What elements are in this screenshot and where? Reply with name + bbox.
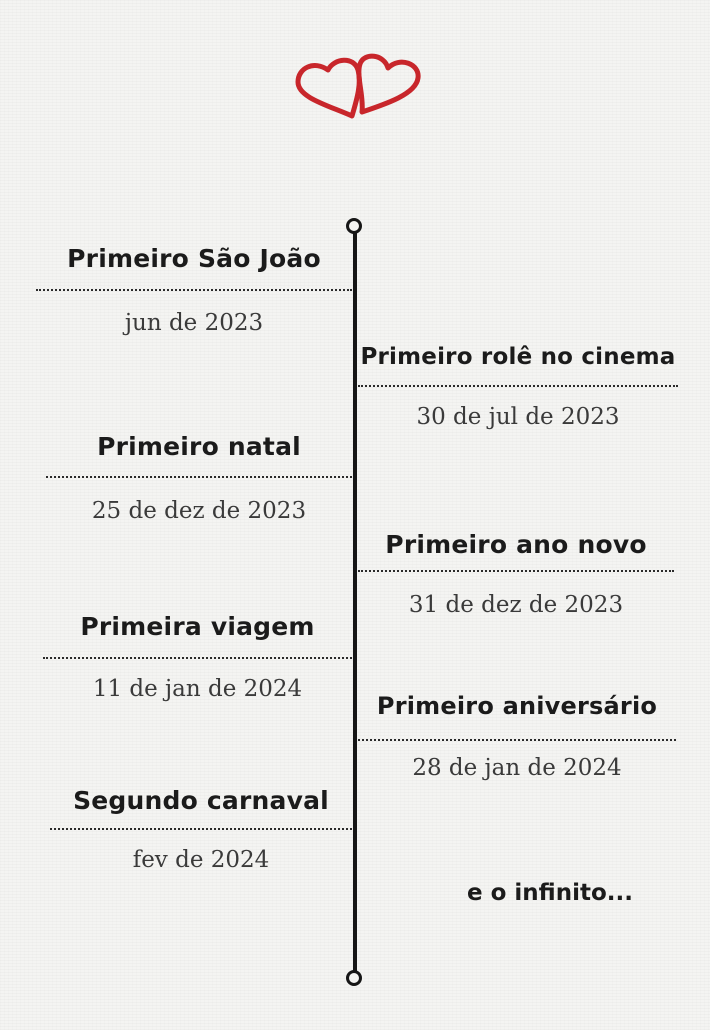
timeline-end-dot (346, 970, 362, 986)
event-title: Primeiro São João (67, 244, 321, 273)
event-divider (36, 289, 352, 291)
event-divider (358, 739, 676, 741)
event-title: Primeiro ano novo (385, 530, 647, 559)
event-primeiro-role-no-cinema: Primeiro rolê no cinema 30 de jul de 202… (358, 340, 678, 450)
event-title: Segundo carnaval (73, 786, 329, 815)
event-primeiro-aniversario: Primeiro aniversário 28 de jan de 2024 (358, 688, 676, 798)
event-title: Primeiro natal (97, 432, 301, 461)
event-date: 28 de jan de 2024 (412, 755, 622, 781)
event-title: Primeira viagem (80, 612, 315, 641)
event-date: 11 de jan de 2024 (92, 676, 303, 702)
event-date: fev de 2024 (132, 847, 270, 873)
event-divider (358, 385, 678, 387)
event-divider (358, 570, 674, 572)
ending-text: e o infinito... (467, 880, 633, 906)
event-primeiro-sao-joao: Primeiro São João jun de 2023 (36, 240, 352, 350)
timeline-axis (353, 226, 357, 980)
event-date: 25 de dez de 2023 (91, 498, 307, 524)
event-primeira-viagem: Primeira viagem 11 de jan de 2024 (43, 608, 352, 718)
two-hearts-icon (295, 53, 421, 119)
event-primeiro-natal: Primeiro natal 25 de dez de 2023 (46, 428, 352, 538)
event-primeiro-ano-novo: Primeiro ano novo 31 de dez de 2023 (358, 526, 674, 636)
event-title: Primeiro aniversário (376, 692, 658, 720)
event-divider (43, 657, 352, 659)
event-date: 31 de dez de 2023 (408, 592, 624, 618)
event-date: jun de 2023 (124, 310, 264, 336)
event-divider (46, 476, 352, 478)
event-divider (50, 828, 352, 830)
event-title: Primeiro rolê no cinema (360, 344, 676, 370)
event-segundo-carnaval: Segundo carnaval fev de 2024 (50, 782, 352, 892)
timeline-start-dot (346, 218, 362, 234)
event-date: 30 de jul de 2023 (416, 404, 620, 430)
